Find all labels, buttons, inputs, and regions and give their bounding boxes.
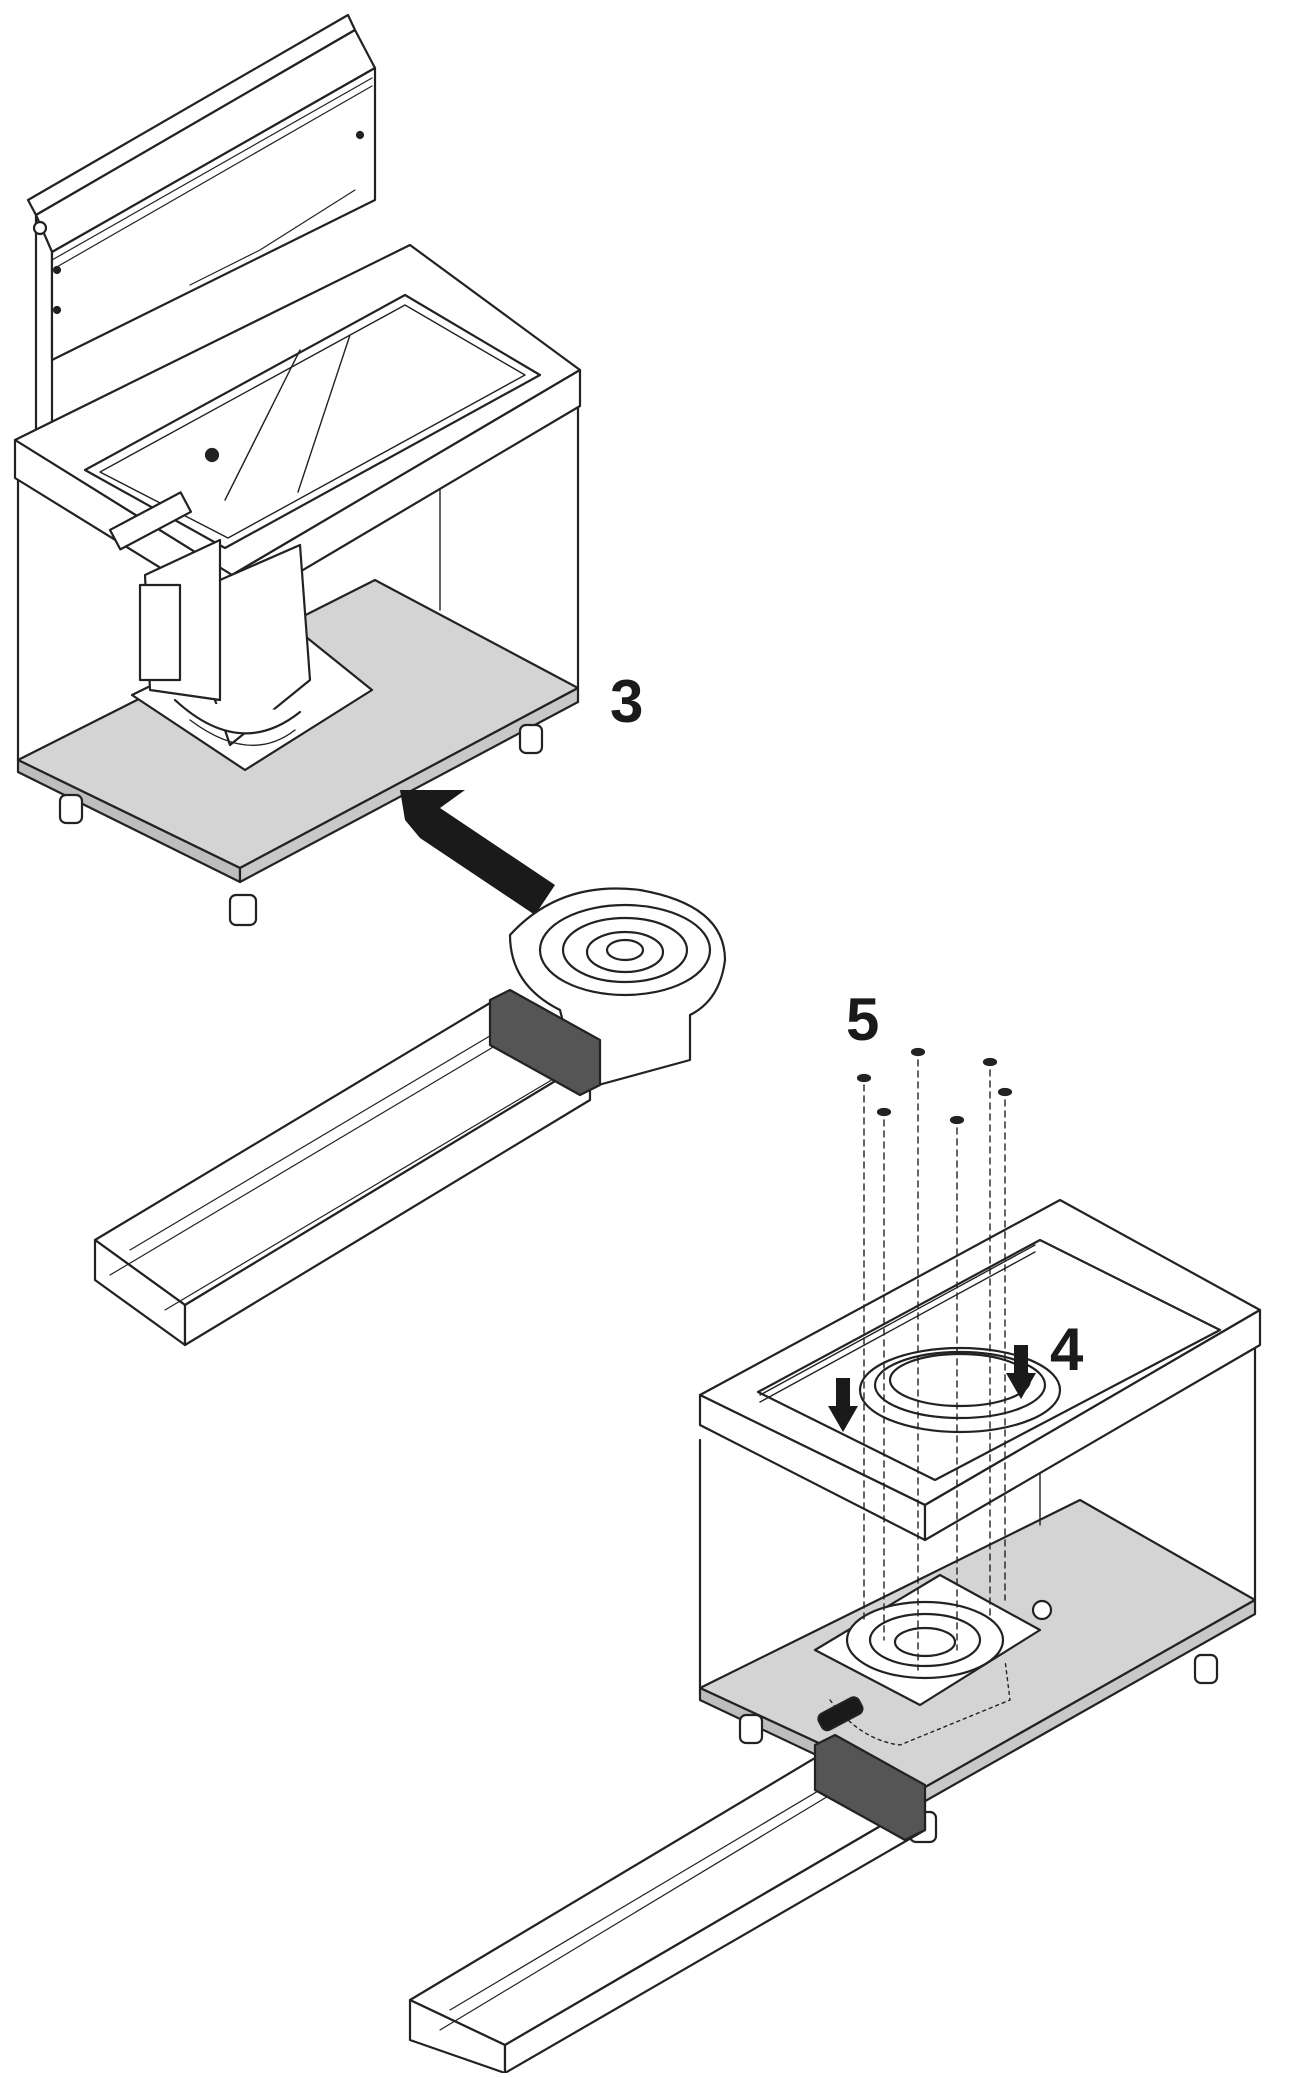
blower-fan-unit [93, 887, 727, 1347]
step-label-5: 5 [846, 986, 880, 1053]
installed-blower [408, 1573, 1053, 2075]
cabinet-bottom [698, 1198, 1262, 1844]
step-label-3: 3 [610, 668, 644, 735]
step-label-4: 4 [1050, 1316, 1084, 1383]
screws [856, 1047, 1013, 1671]
insert-arrow [400, 790, 555, 915]
hob-unit-top [13, 13, 582, 747]
cabinet-feet [58, 723, 544, 927]
down-arrows [828, 1345, 1036, 1432]
